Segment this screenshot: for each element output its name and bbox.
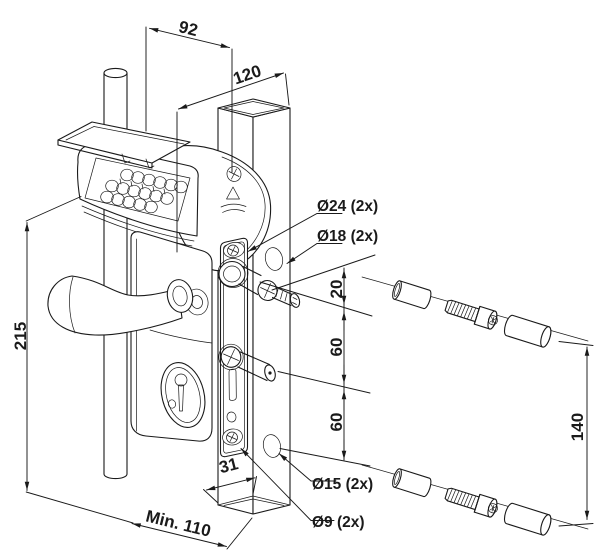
- dimension-min110: Min. 110: [131, 507, 253, 550]
- dim-140-label: 140: [568, 413, 587, 441]
- dimension-chain-20-60-60: 20 60 60: [259, 254, 376, 467]
- dimension-92: 92: [145, 17, 233, 173]
- keypad-lid-open: [57, 121, 191, 169]
- locking-pin-assembly: [218, 343, 276, 382]
- dim-120-label: 120: [231, 61, 264, 88]
- label-d9: Ø9 (2x): [312, 514, 365, 531]
- label-d24: Ø24 (2x): [317, 198, 378, 215]
- key-cylinder: [160, 362, 206, 428]
- latch-slot: [228, 368, 237, 401]
- dimension-31: 31: [203, 454, 257, 504]
- hole-callouts: Ø24 (2x) Ø18 (2x) Ø15 (2x) Ø9 (2x): [240, 198, 378, 531]
- lid-latch-hook: [121, 153, 131, 164]
- lid-latch-hook: [145, 158, 155, 169]
- post-through-hole-top: [264, 247, 284, 271]
- keyway: [174, 373, 188, 387]
- label-d18: Ø18 (2x): [317, 228, 378, 245]
- label-d15: Ø15 (2x): [312, 476, 373, 493]
- dimension-140: 140: [558, 341, 594, 527]
- dim-92-label: 92: [177, 17, 200, 40]
- keypad-buttons: [100, 168, 188, 214]
- handle-collar: [166, 279, 194, 313]
- post-through-hole-bottom: [262, 434, 282, 458]
- dimension-215: 215: [11, 196, 134, 524]
- dim-31-label: 31: [217, 454, 240, 477]
- dim-60-upper-label: 60: [327, 338, 346, 357]
- keypad-panel: [84, 157, 191, 222]
- dim-20-label: 20: [327, 280, 346, 299]
- spline-shaft-end: [289, 293, 301, 308]
- warning-triangle-icon: [226, 186, 240, 200]
- fastener-assembly-top: [361, 276, 589, 349]
- fastener-assembly-bottom: [361, 464, 589, 537]
- faceplate-small-hole: [226, 411, 237, 423]
- dim-min110-label: Min. 110: [144, 507, 213, 541]
- dim-60-lower-label: 60: [327, 413, 346, 432]
- dim-215-label: 215: [11, 322, 30, 350]
- handle-lever: [47, 275, 194, 336]
